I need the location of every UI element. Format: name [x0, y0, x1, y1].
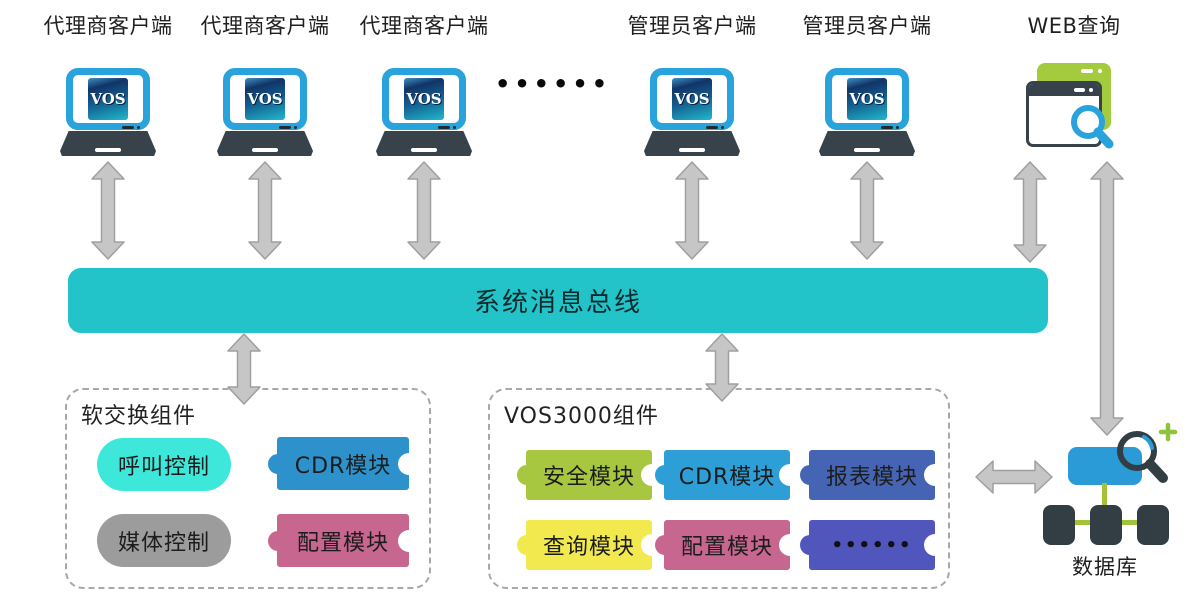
laptop-indicator [438, 126, 450, 129]
vos3000-components-box: VOS3000组件 安全模块 CDR模块 报表模块 查询模块 配置模块 ••••… [488, 388, 950, 589]
vos-logo: VOS [404, 78, 444, 120]
module-call-control: 呼叫控制 [97, 438, 231, 491]
laptop-screen: VOS [223, 68, 307, 130]
laptop-screen: VOS [66, 68, 150, 130]
laptop-base [819, 131, 915, 156]
laptop-screen: VOS [382, 68, 466, 130]
arrow-agent1-bus [91, 161, 125, 260]
client-agent-3: 代理商客户端 VOS [349, 10, 499, 156]
client-label: 代理商客户端 [200, 14, 330, 38]
database-node-icon [1137, 505, 1169, 545]
module-config: 配置模块 [277, 514, 409, 567]
arrow-web-bus [1013, 161, 1047, 263]
module-media-control: 媒体控制 [97, 514, 231, 567]
database-node-icon [1043, 505, 1075, 545]
arrow-vos3000-database [975, 460, 1053, 494]
box-title: 软交换组件 [81, 404, 197, 429]
arrow-web-database [1090, 161, 1124, 436]
box-title: VOS3000组件 [504, 404, 659, 429]
vos-logo: VOS [847, 78, 887, 120]
softswitch-components-box: 软交换组件 呼叫控制 CDR模块 媒体控制 配置模块 [65, 388, 431, 589]
system-message-bus: 系统消息总线 [68, 268, 1048, 333]
module-more: •••••• [809, 520, 935, 570]
database-server-icon [1068, 447, 1142, 485]
laptop-icon: VOS [819, 68, 915, 156]
database-label: 数据库 [1072, 555, 1138, 579]
laptop-base [376, 131, 472, 156]
arrow-agent2-bus [248, 161, 282, 260]
client-label: 代理商客户端 [359, 14, 489, 38]
laptop-indicator [279, 126, 291, 129]
client-label: 管理员客户端 [802, 14, 932, 38]
client-web-query: WEB查询 [999, 10, 1149, 40]
database-connector [1102, 483, 1107, 509]
arrow-admin1-bus [675, 161, 709, 260]
module-cdr: CDR模块 [664, 450, 790, 500]
module-config: 配置模块 [664, 520, 790, 570]
laptop-icon: VOS [376, 68, 472, 156]
client-label: 代理商客户端 [43, 14, 173, 38]
client-agent-2: 代理商客户端 VOS [190, 10, 340, 156]
vos-logo: VOS [672, 78, 712, 120]
more-clients-ellipsis: •••••• [495, 70, 612, 98]
laptop-icon: VOS [60, 68, 156, 156]
client-admin-1: 管理员客户端 VOS [617, 10, 767, 156]
laptop-indicator [706, 126, 718, 129]
client-admin-2: 管理员客户端 VOS [792, 10, 942, 156]
laptop-indicator [122, 126, 134, 129]
laptop-screen: VOS [825, 68, 909, 130]
laptop-icon: VOS [217, 68, 313, 156]
laptop-base [60, 131, 156, 156]
client-label: 管理员客户端 [627, 14, 757, 38]
vos-logo: VOS [245, 78, 285, 120]
laptop-indicator [881, 126, 893, 129]
laptop-screen: VOS [650, 68, 734, 130]
arrow-agent3-bus [407, 161, 441, 260]
laptop-base [644, 131, 740, 156]
browser-window-front-icon [1026, 81, 1102, 147]
arrow-admin2-bus [850, 161, 884, 260]
module-cdr: CDR模块 [277, 437, 409, 490]
database-node-icon [1090, 505, 1122, 545]
client-agent-1: 代理商客户端 VOS [33, 10, 183, 156]
client-label: WEB查询 [1027, 14, 1121, 38]
bus-label: 系统消息总线 [473, 288, 642, 318]
module-security: 安全模块 [526, 450, 652, 500]
laptop-base [217, 131, 313, 156]
module-query: 查询模块 [526, 520, 652, 570]
module-report: 报表模块 [809, 450, 935, 500]
vos-logo: VOS [88, 78, 128, 120]
laptop-icon: VOS [644, 68, 740, 156]
